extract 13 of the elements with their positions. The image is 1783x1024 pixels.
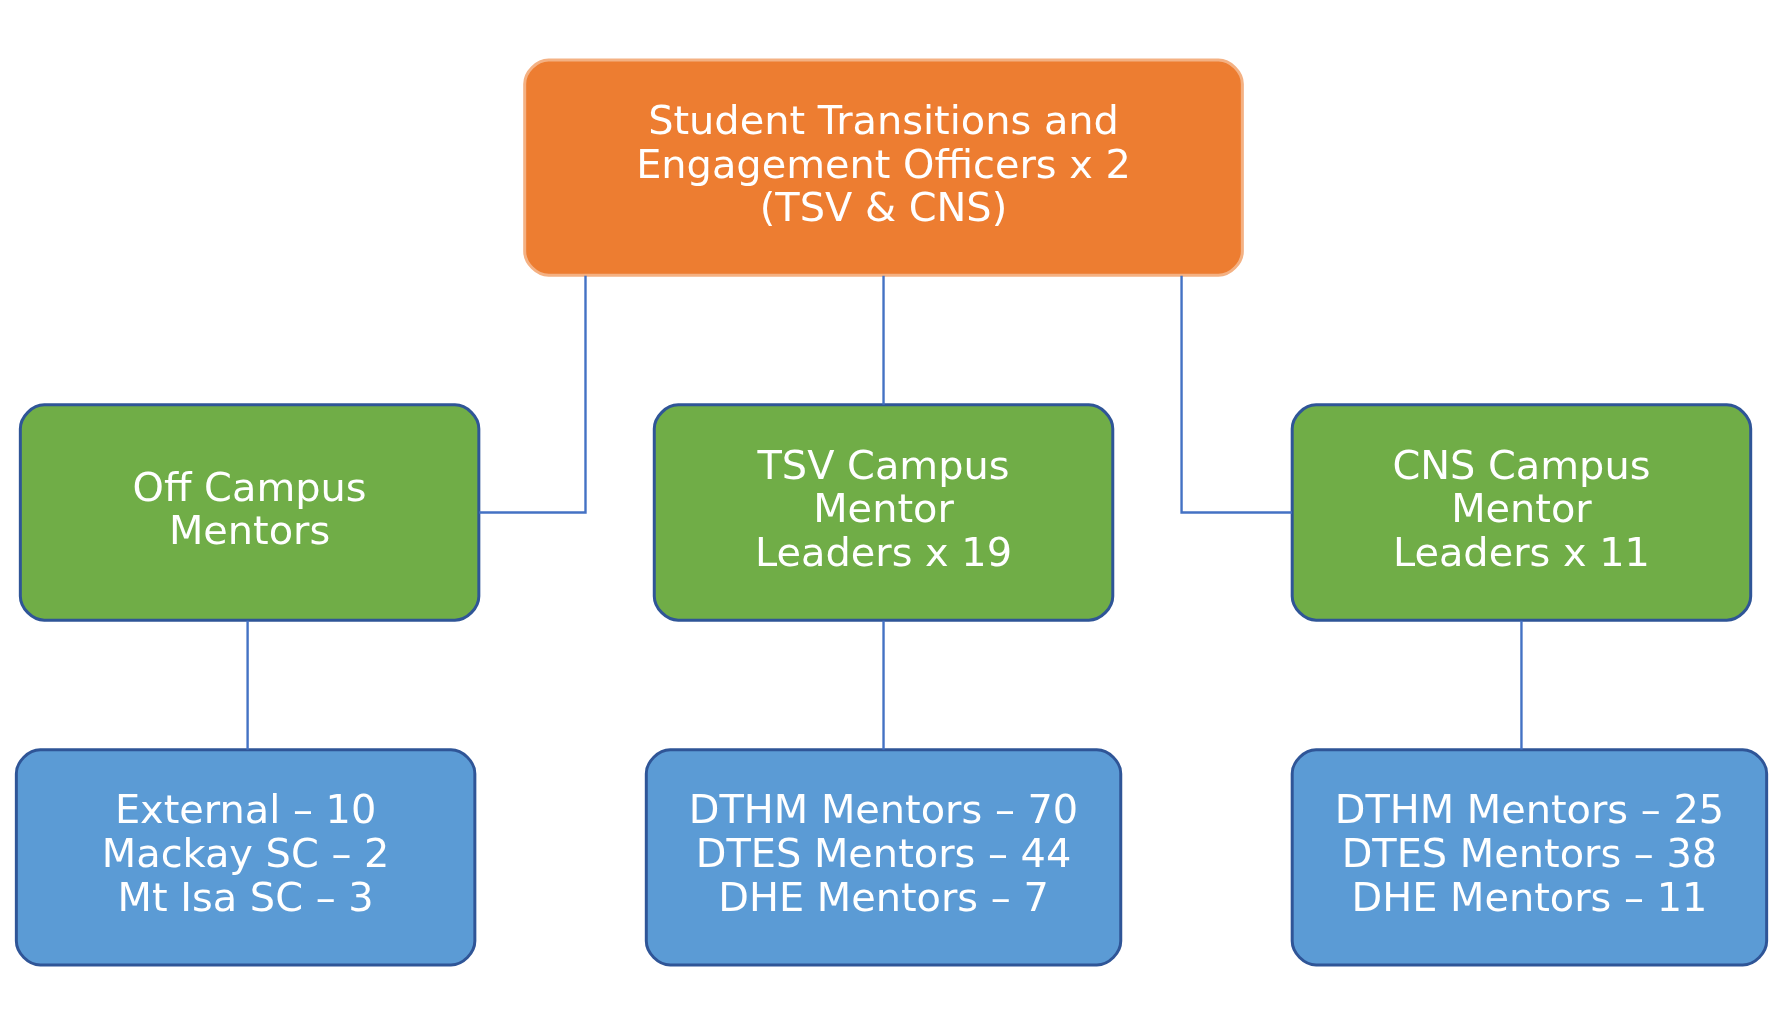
node-box: DTHM Mentors – 70 DTES Mentors – 44 DHE Mentors – 7 xyxy=(644,747,1123,967)
connector xyxy=(882,275,885,405)
node-box: Off Campus Mentors xyxy=(18,402,481,622)
connector xyxy=(1180,275,1292,514)
connector xyxy=(246,620,249,750)
node-box: TSV Campus Mentor Leaders x 19 xyxy=(652,402,1115,622)
node-box: DTHM Mentors – 25 DTES Mentors – 38 DHE Mentors – 11 xyxy=(1290,747,1769,967)
connector xyxy=(1520,620,1523,750)
connector xyxy=(882,620,885,750)
node-box: Student Transitions and Engagement Officers x 2 (TSV & CNS) xyxy=(523,57,1244,277)
node-box: External – 10 Mackay SC – 2 Mt Isa SC – 3 xyxy=(14,747,477,967)
node-box: CNS Campus Mentor Leaders x 11 xyxy=(1290,402,1753,622)
connector xyxy=(479,275,587,514)
